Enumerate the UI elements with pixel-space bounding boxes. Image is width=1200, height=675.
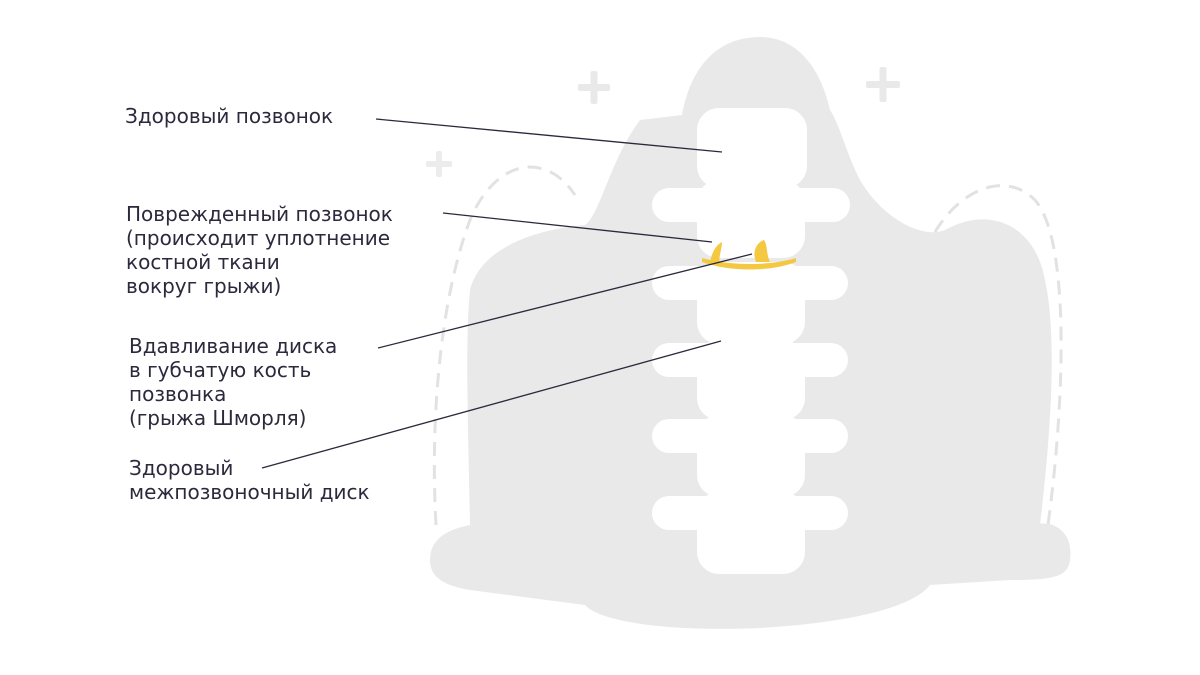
plus-icon [426,151,452,177]
leader-line-damaged-vertebra [442,212,713,243]
schmorl-hernia-highlight [702,240,796,270]
label-damaged-vertebra: Поврежденный позвонок (происходит уплотн… [126,202,393,298]
dashed-outline-left [432,165,577,526]
leader-lines [261,118,753,469]
plus-icon [866,67,900,102]
leader-line-disc-pressing [377,253,753,349]
vertebrae-stack [652,108,850,574]
label-healthy-disc: Здоровый межпозвоночный диск [129,456,370,504]
label-healthy-vertebra: Здоровый позвонок [125,104,334,128]
dashed-outline-right [933,184,1063,526]
plus-icon [578,71,610,104]
label-disc-pressing-schmorl: Вдавливание диска в губчатую кость позво… [129,334,338,430]
leader-line-healthy-disc [261,340,722,469]
leader-line-healthy-vertebra [375,118,723,153]
